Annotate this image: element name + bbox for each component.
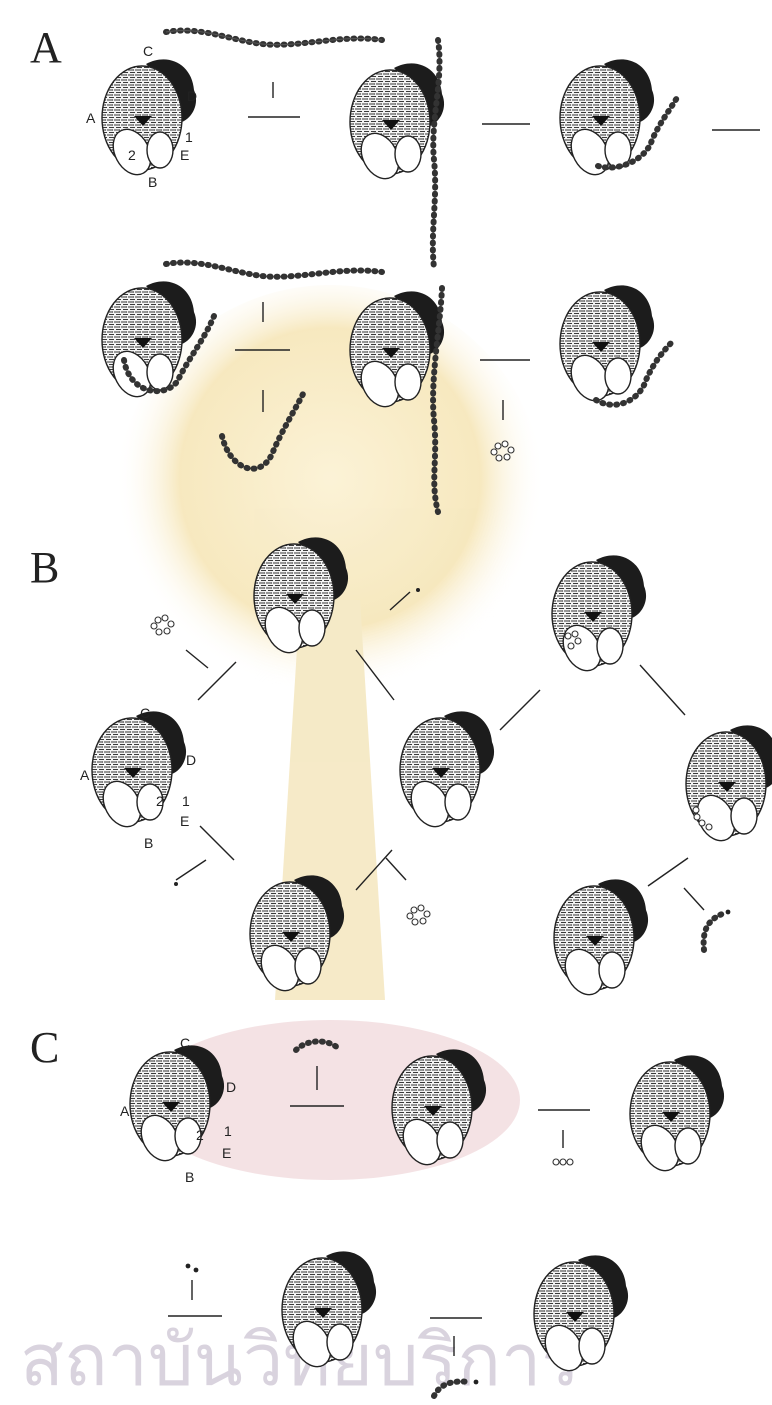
enzyme-glyph bbox=[686, 725, 772, 847]
site-label-two: 2 bbox=[128, 147, 136, 163]
site-label-d: D bbox=[186, 752, 196, 768]
site-label-one: 1 bbox=[185, 129, 193, 145]
site-label-d: D bbox=[226, 1079, 236, 1095]
enzyme-glyph bbox=[400, 711, 494, 833]
site-label-c: C bbox=[143, 43, 153, 59]
enzyme-glyph bbox=[560, 59, 654, 181]
site-label-d: D bbox=[187, 88, 197, 104]
site-label-a: A bbox=[120, 1103, 130, 1119]
site-label-a: A bbox=[80, 767, 90, 783]
site-label-b: B bbox=[185, 1169, 194, 1185]
site-label-c: C bbox=[180, 1035, 190, 1051]
enzyme-glyph bbox=[350, 63, 444, 185]
site-label-a: A bbox=[86, 110, 96, 126]
site-label-e: E bbox=[180, 147, 189, 163]
small-substrate-dot bbox=[474, 1380, 479, 1385]
site-label-e: E bbox=[222, 1145, 231, 1161]
panel-a-enzyme-labeled: C D A 1 2 E B bbox=[86, 43, 197, 190]
site-label-one: 1 bbox=[182, 793, 190, 809]
enzyme-glyph bbox=[630, 1055, 724, 1177]
panel-b-enzyme-labeled: C D A 1 2 E B bbox=[80, 705, 196, 851]
enzyme-glyph bbox=[554, 879, 648, 1001]
site-label-two: 2 bbox=[156, 793, 164, 809]
small-substrate-dot bbox=[416, 588, 420, 592]
site-label-b: B bbox=[144, 835, 153, 851]
site-label-c: C bbox=[140, 705, 150, 721]
small-substrate-dot bbox=[726, 910, 731, 915]
panel-label-b: B bbox=[30, 543, 59, 592]
site-label-e: E bbox=[180, 813, 189, 829]
enzyme-glyph bbox=[552, 555, 646, 677]
small-substrate-dot bbox=[174, 882, 178, 886]
released-trimer-product bbox=[553, 1159, 573, 1165]
small-substrate-pair bbox=[186, 1264, 199, 1273]
free-polymer-chain bbox=[166, 263, 382, 277]
released-polymer-chain bbox=[704, 914, 722, 950]
released-ring-product bbox=[407, 905, 430, 925]
site-label-two: 2 bbox=[196, 1127, 204, 1143]
panel-label-c: C bbox=[30, 1023, 59, 1072]
site-label-one: 1 bbox=[224, 1123, 232, 1139]
reaction-arrow bbox=[248, 82, 760, 130]
site-label-b: B bbox=[148, 174, 157, 190]
panel-label-a: A bbox=[30, 23, 62, 72]
free-polymer-chain bbox=[166, 31, 382, 45]
